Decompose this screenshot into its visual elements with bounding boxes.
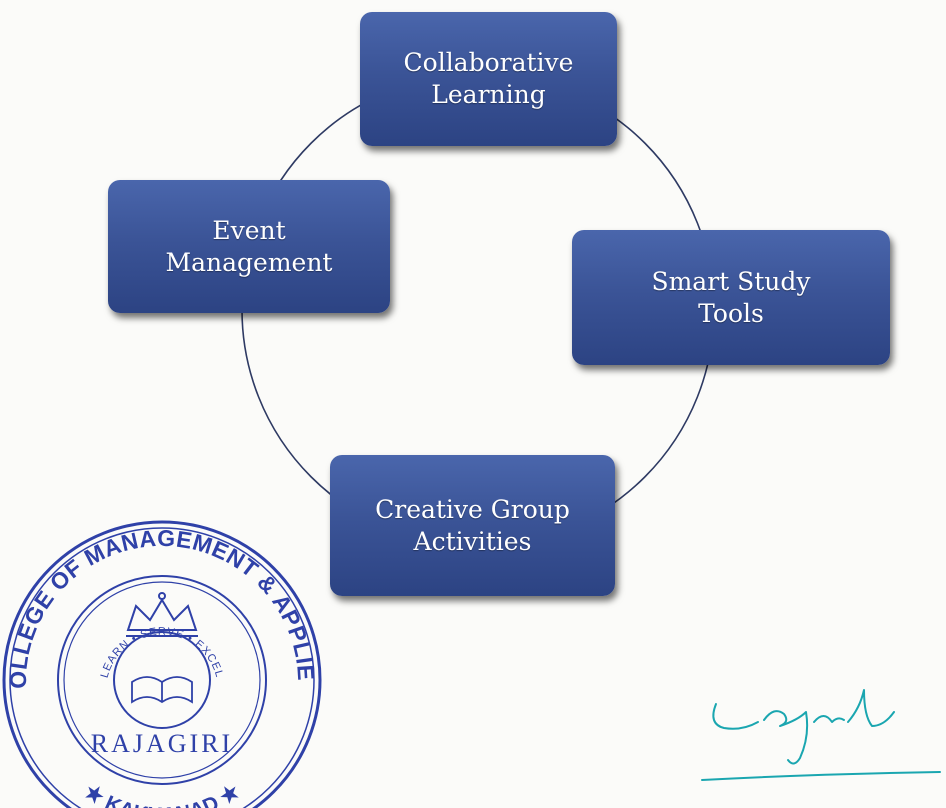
node-event-management: Event Management	[108, 180, 390, 313]
handwritten-signature	[701, 689, 941, 781]
node-event-management-line1: Event	[212, 215, 286, 245]
node-collaborative-learning: Collaborative Learning	[360, 12, 617, 146]
node-collaborative-learning-line2: Learning	[431, 80, 546, 109]
seal-motto: LEARN • SERVE • EXCEL	[99, 626, 226, 680]
open-book-icon	[131, 676, 193, 704]
node-creative-group-activities-line2: Activities	[413, 526, 532, 556]
college-seal-stamp: RAJAGIRI COLLEGE OF MANAGEMENT & APPLIED…	[0, 520, 322, 808]
node-smart-study-tools-line1: Smart Study	[651, 266, 811, 296]
node-event-management-line2: Management	[165, 247, 333, 277]
node-creative-group-activities-line1: Creative Group	[375, 494, 570, 524]
node-creative-group-activities: Creative Group Activities	[330, 455, 615, 596]
node-smart-study-tools-line2: Tools	[698, 298, 764, 328]
seal-name: RAJAGIRI	[91, 729, 233, 758]
node-collaborative-learning-line1: Collaborative	[403, 48, 574, 77]
crown-icon	[126, 592, 198, 637]
node-smart-study-tools: Smart Study Tools	[572, 230, 890, 365]
